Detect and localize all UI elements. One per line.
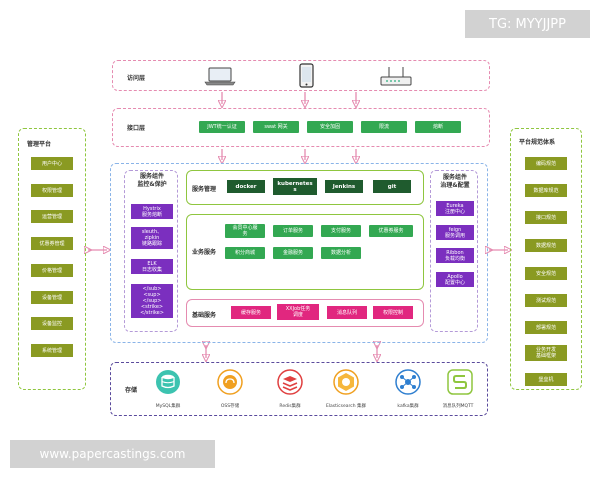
storage-layer: 存储 MySQL集群 OSS存储 Redis集群 Elasticsearch 集… bbox=[110, 362, 488, 416]
kafka-icon bbox=[395, 369, 421, 395]
governance-item-feign: feign 服务调用 bbox=[436, 225, 474, 240]
interface-layer: 接口层 JWT统一认证 swat 网关 安全加固 限流 熔断 bbox=[112, 108, 490, 147]
router-icon bbox=[380, 67, 412, 86]
redis-icon bbox=[277, 369, 303, 395]
standard-item: 编码规范 bbox=[525, 157, 567, 170]
storage-label-redis: Redis集群 bbox=[279, 404, 301, 409]
oss-icon bbox=[217, 369, 243, 395]
standard-item: 接口规范 bbox=[525, 211, 567, 224]
monitor-title: 服务组件 监控&保护 bbox=[137, 173, 167, 188]
standards-platform-title: 平台规范体系 bbox=[519, 139, 556, 146]
governance-item-eureka: Eureka 注册中心 bbox=[436, 201, 474, 216]
governance-item-apollo: Apollo 配置中心 bbox=[436, 272, 474, 287]
standard-item: 数据库规范 bbox=[525, 184, 567, 197]
laptop-icon bbox=[204, 67, 236, 86]
storage-label-mysql: MySQL集群 bbox=[155, 404, 181, 409]
watermark-top: TG: MYYJJPP bbox=[465, 10, 590, 38]
basic-item-xxjob: XXJob任务 调度 bbox=[277, 304, 319, 320]
business-item: 数据分析 bbox=[321, 247, 361, 259]
storage-title: 存储 bbox=[125, 387, 138, 394]
basic-panel: 基础服务 缓存服务 XXJob任务 调度 消息队列 权限控制 bbox=[186, 299, 424, 327]
service-mgmt-docker: docker bbox=[227, 180, 265, 193]
basic-item-cache: 缓存服务 bbox=[231, 306, 271, 319]
interface-item-circuit: 熔断 bbox=[415, 121, 461, 133]
business-item: 积分商城 bbox=[225, 247, 265, 259]
basic-item-auth: 权限控制 bbox=[373, 306, 413, 319]
standard-item: 业务开发 基础框架 bbox=[525, 345, 567, 361]
business-item: 订单服务 bbox=[273, 225, 313, 237]
basic-title: 基础服务 bbox=[192, 312, 217, 319]
standard-item: 安全规范 bbox=[525, 267, 567, 280]
service-container bbox=[110, 163, 488, 343]
interface-item-gateway: swat 网关 bbox=[253, 121, 299, 133]
business-panel: 业务服务 会员中心服 务 订单服务 支付服务 优惠券服务 积分商城 金融服务 数… bbox=[186, 214, 424, 290]
business-item: 优惠券服务 bbox=[369, 225, 413, 237]
standard-item: 数据规范 bbox=[525, 239, 567, 252]
service-mgmt-jenkins: Jenkins bbox=[325, 180, 363, 193]
standard-item: 测试规范 bbox=[525, 294, 567, 307]
monitor-item-elk: ELK 日志收集 bbox=[131, 259, 173, 274]
interface-item-jwt: JWT统一认证 bbox=[199, 121, 245, 133]
mgmt-item: 系统管理 bbox=[31, 344, 73, 357]
monitor-column: 服务组件 监控&保护 Hystrix 服务熔断 sleuth、 zipkin 链… bbox=[124, 170, 178, 332]
watermark-bottom: www.papercastings.com bbox=[10, 440, 215, 468]
mgmt-item: 用户中心 bbox=[31, 157, 73, 170]
interface-item-security: 安全加固 bbox=[307, 121, 353, 133]
business-item: 支付服务 bbox=[321, 225, 361, 237]
business-title: 业务服务 bbox=[192, 249, 217, 256]
interface-item-ratelimit: 限流 bbox=[361, 121, 407, 133]
access-layer: 访问层 bbox=[112, 60, 490, 91]
governance-title: 服务组件 治理&配置 bbox=[440, 174, 470, 189]
service-mgmt-panel: 服务管理 docker kubernetes s Jenkins git bbox=[186, 170, 424, 205]
governance-item-ribbon: Ribbon 负载均衡 bbox=[436, 248, 474, 263]
governance-column: 服务组件 治理&配置 Eureka 注册中心 feign 服务调用 Ribbon… bbox=[430, 170, 478, 332]
storage-label-mqtt: 消息队列MQTT bbox=[442, 404, 474, 409]
monitor-item-hystrix: Hystrix 服务熔断 bbox=[131, 204, 173, 219]
elasticsearch-icon bbox=[333, 369, 359, 395]
mgmt-item: 权限管理 bbox=[31, 184, 73, 197]
storage-label-kafka: kafka集群 bbox=[397, 404, 419, 409]
mqtt-icon bbox=[447, 369, 473, 395]
access-layer-title: 访问层 bbox=[127, 75, 146, 82]
storage-label-elasticsearch: Elasticsearch 集群 bbox=[325, 404, 367, 409]
management-platform-title: 管理平台 bbox=[27, 141, 52, 148]
service-mgmt-kubernetes: kubernetes s bbox=[273, 178, 317, 195]
standard-item: 部署规范 bbox=[525, 321, 567, 334]
basic-item-mq: 消息队列 bbox=[327, 306, 367, 319]
standards-platform: 平台规范体系 编码规范 数据库规范 接口规范 数据规范 安全规范 测试规范 部署… bbox=[510, 128, 582, 390]
mgmt-item: 运营管理 bbox=[31, 210, 73, 223]
phone-icon bbox=[299, 63, 314, 88]
service-mgmt-title: 服务管理 bbox=[192, 186, 217, 193]
monitor-item-tags: </sub> <sup> </sup> <strike> </strike> bbox=[131, 284, 173, 318]
mgmt-item: 设备管理 bbox=[31, 291, 73, 304]
service-mgmt-git: git bbox=[373, 180, 411, 193]
storage-label-oss: OSS存储 bbox=[220, 404, 240, 409]
standard-item: 堡垒机 bbox=[525, 373, 567, 386]
mgmt-item: 价格管理 bbox=[31, 264, 73, 277]
monitor-item-sleuth: sleuth、 zipkin 链路跟踪 bbox=[131, 227, 173, 249]
mgmt-item: 设备监控 bbox=[31, 317, 73, 330]
mysql-icon bbox=[156, 370, 180, 394]
interface-layer-title: 接口层 bbox=[127, 125, 146, 132]
business-item: 金融服务 bbox=[273, 247, 313, 259]
business-item: 会员中心服 务 bbox=[225, 224, 265, 238]
management-platform: 管理平台 用户中心 权限管理 运营管理 优惠券管理 价格管理 设备管理 设备监控… bbox=[18, 128, 86, 390]
mgmt-item: 优惠券管理 bbox=[31, 237, 73, 250]
